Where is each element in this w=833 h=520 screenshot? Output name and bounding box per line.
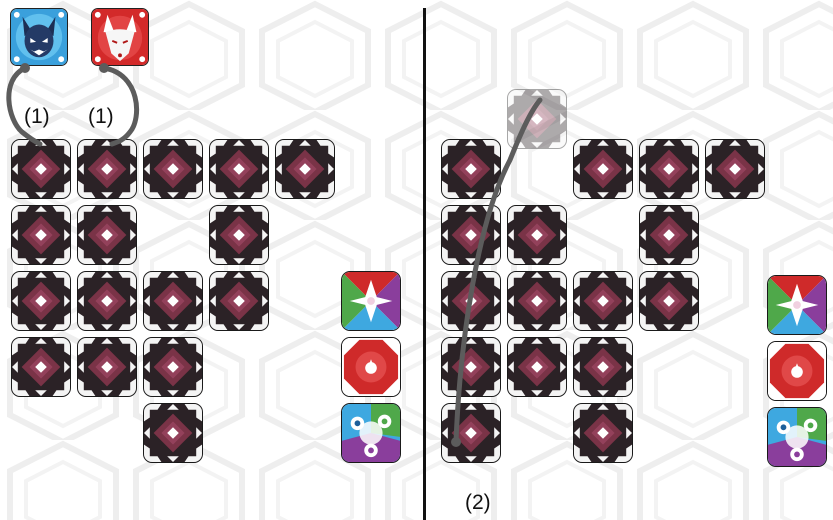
board-tile[interactable]: [441, 205, 501, 265]
blue-wolf-portrait[interactable]: [10, 8, 68, 66]
board-divider: [423, 8, 426, 520]
board-tile[interactable]: [77, 139, 137, 199]
board-tile[interactable]: [441, 139, 501, 199]
board-tile[interactable]: [77, 271, 137, 331]
board-tile[interactable]: [11, 139, 71, 199]
board-tile[interactable]: [507, 337, 567, 397]
board-tile[interactable]: [143, 139, 203, 199]
red-element-card[interactable]: [341, 337, 401, 397]
board-tile[interactable]: [573, 403, 633, 463]
board-tile[interactable]: [11, 271, 71, 331]
board-tile[interactable]: [441, 271, 501, 331]
annotation-label: (2): [465, 492, 491, 513]
ghost-target-tile[interactable]: [507, 89, 567, 149]
board-tile[interactable]: [573, 271, 633, 331]
board-tile[interactable]: [11, 205, 71, 265]
board-tile[interactable]: [11, 337, 71, 397]
white-fox-red-portrait[interactable]: [91, 8, 149, 66]
annotation-label: (1): [88, 106, 114, 127]
tri-element-card[interactable]: [341, 403, 401, 463]
board-tile[interactable]: [77, 205, 137, 265]
board-tile[interactable]: [143, 271, 203, 331]
board-tile[interactable]: [507, 271, 567, 331]
compass-card[interactable]: [341, 271, 401, 331]
board-tile[interactable]: [209, 139, 269, 199]
board-tile[interactable]: [573, 337, 633, 397]
red-element-card[interactable]: [767, 341, 827, 401]
board-tile[interactable]: [441, 403, 501, 463]
board-tile[interactable]: [275, 139, 335, 199]
board-tile[interactable]: [143, 337, 203, 397]
board-tile[interactable]: [77, 337, 137, 397]
board-tile[interactable]: [209, 205, 269, 265]
compass-card[interactable]: [767, 275, 827, 335]
board-tile[interactable]: [573, 139, 633, 199]
wolf-icon: [11, 9, 67, 65]
board-tile[interactable]: [209, 271, 269, 331]
annotation-label: (1): [24, 106, 50, 127]
fox-icon: [92, 9, 148, 65]
board-tile[interactable]: [441, 337, 501, 397]
board-tile[interactable]: [507, 205, 567, 265]
board-tile[interactable]: [639, 205, 699, 265]
board-tile[interactable]: [639, 139, 699, 199]
tri-element-card[interactable]: [767, 407, 827, 467]
board-tile[interactable]: [639, 271, 699, 331]
board-tile[interactable]: [143, 403, 203, 463]
board-tile[interactable]: [705, 139, 765, 199]
